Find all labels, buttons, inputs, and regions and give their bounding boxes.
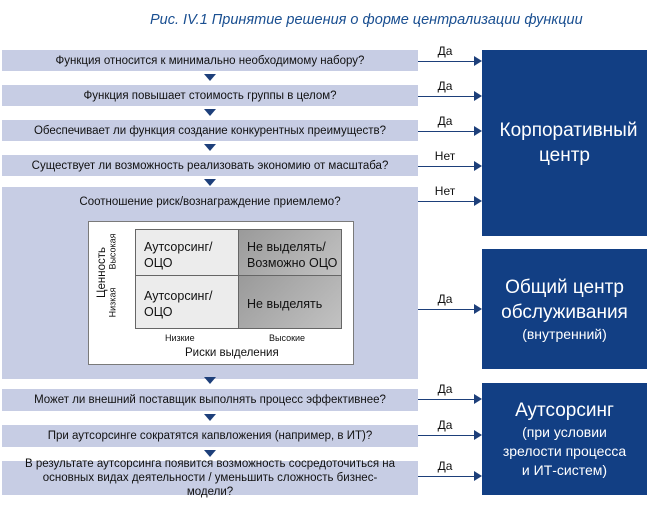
value-axis-label: Ценность xyxy=(96,246,108,298)
matrix-cell-bottom-left: Аутсорсинг/ ОЦО xyxy=(135,275,239,329)
down-arrow-6 xyxy=(204,414,216,421)
question-box-7: При аутсорсинге сократятся капвложения (… xyxy=(2,425,418,447)
outcome-shared-service-center: Общий центр обслуживания (внутренний) xyxy=(482,249,647,369)
arrow-line-5 xyxy=(418,201,474,202)
arrow-line-3 xyxy=(418,131,474,132)
risk-reward-box: Соотношение риск/вознаграждение приемлем… xyxy=(2,187,418,379)
arrow-head-8 xyxy=(474,430,482,440)
outcome-ssc-subtitle: (внутренний) xyxy=(522,325,607,342)
outcome-corporate-center: Корпоративный центр xyxy=(482,50,647,236)
matrix-cell-top-left: Аутсорсинг/ ОЦО xyxy=(135,229,239,276)
question-box-6: Может ли внешний поставщик выполнять про… xyxy=(2,389,418,411)
answer-label-3: Да xyxy=(437,114,453,128)
down-arrow-3 xyxy=(204,144,216,151)
risk-low-label: Низкие xyxy=(165,333,195,343)
down-arrow-5 xyxy=(204,377,216,384)
question-box-3: Обеспечивает ли функция создание конкуре… xyxy=(2,120,418,141)
arrow-head-7 xyxy=(474,394,482,404)
answer-label-2: Да xyxy=(437,79,453,93)
arrow-line-6 xyxy=(418,309,474,310)
arrow-head-3 xyxy=(474,126,482,136)
question-box-1: Функция относится к минимально необходим… xyxy=(2,50,418,71)
arrow-line-1 xyxy=(418,61,474,62)
answer-label-7: Да xyxy=(437,382,453,396)
matrix-cell-top-right: Не выделять/ Возможно ОЦО xyxy=(238,229,342,276)
outcome-corporate-center-title: Корпоративный центр xyxy=(499,120,638,166)
answer-label-9: Да xyxy=(437,459,453,473)
outcome-ssc-title: Общий центр обслуживания xyxy=(501,276,628,323)
value-high-label: Высокая xyxy=(107,233,118,270)
answer-label-6: Да xyxy=(437,292,453,306)
outcome-outsourcing: Аутсорсинг (при условии зрелости процесс… xyxy=(482,383,647,495)
value-low-label: Низкая xyxy=(107,287,118,318)
question-box-8: В результате аутсорсинга появится возмож… xyxy=(2,458,418,498)
answer-label-8: Да xyxy=(437,418,453,432)
arrow-head-5 xyxy=(474,196,482,206)
decision-matrix: Ценность Высокая Низкая Аутсорсинг/ ОЦО … xyxy=(88,221,354,365)
figure-title: Рис. IV.1 Принятие решения о форме центр… xyxy=(150,12,583,28)
down-arrow-7 xyxy=(204,450,216,457)
risk-high-label: Высокие xyxy=(269,333,306,343)
risk-reward-question: Соотношение риск/вознаграждение приемлем… xyxy=(79,196,341,208)
matrix-cell-bottom-right: Не выделять xyxy=(238,275,342,329)
answer-label-1: Да xyxy=(437,44,453,58)
question-box-4: Существует ли возможность реализовать эк… xyxy=(2,155,418,176)
arrow-head-9 xyxy=(474,471,482,481)
down-arrow-1 xyxy=(204,74,216,81)
answer-label-4: Нет xyxy=(434,149,456,163)
outcome-outsourcing-title: Аутсорсинг xyxy=(515,400,614,421)
down-arrow-2 xyxy=(204,109,216,116)
arrow-head-6 xyxy=(474,304,482,314)
arrow-head-2 xyxy=(474,91,482,101)
arrow-line-8 xyxy=(418,435,474,436)
risk-axis-label: Риски выделения xyxy=(185,347,279,359)
arrow-head-4 xyxy=(474,161,482,171)
outcome-outsourcing-subtitle: (при условии зрелости процесса и ИТ-сист… xyxy=(502,424,627,478)
arrow-line-4 xyxy=(418,166,474,167)
arrow-line-2 xyxy=(418,96,474,97)
down-arrow-4 xyxy=(204,179,216,186)
arrow-line-9 xyxy=(418,476,474,477)
answer-label-5: Нет xyxy=(434,184,456,198)
question-box-2: Функция повышает стоимость группы в цело… xyxy=(2,85,418,106)
arrow-head-1 xyxy=(474,56,482,66)
arrow-line-7 xyxy=(418,399,474,400)
